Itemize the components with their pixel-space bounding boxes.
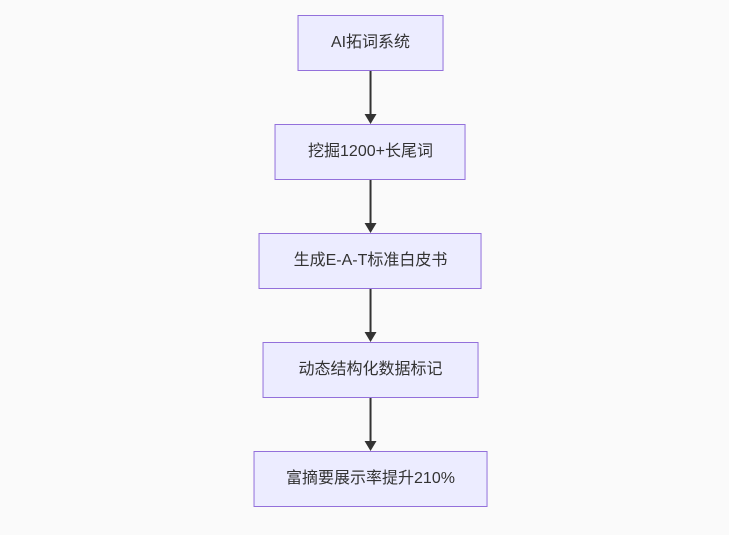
arrowhead-down-icon [364,441,377,451]
arrowhead-down-icon [364,223,377,233]
arrowhead-down-icon [364,114,377,124]
arrow-shaft [369,71,372,115]
arrow-shaft [369,180,372,224]
flow-node-eat-whitepaper: 生成E-A-T标准白皮书 [259,233,482,289]
flow-edge-4 [364,398,377,451]
flow-node-structured-data-markup: 动态结构化数据标记 [262,342,479,398]
flow-node-rich-snippet-result: 富摘要展示率提升210% [253,451,488,507]
flow-node-ai-keyword-system: AI拓词系统 [297,15,444,71]
flow-edge-1 [364,71,377,124]
flow-node-longtail-mining: 挖掘1200+长尾词 [275,124,466,180]
flow-edge-2 [364,180,377,233]
arrow-shaft [369,289,372,333]
flow-edge-3 [364,289,377,342]
arrowhead-down-icon [364,332,377,342]
flowchart: AI拓词系统 挖掘1200+长尾词 生成E-A-T标准白皮书 动态结构化数据标记… [253,15,488,507]
arrow-shaft [369,398,372,442]
